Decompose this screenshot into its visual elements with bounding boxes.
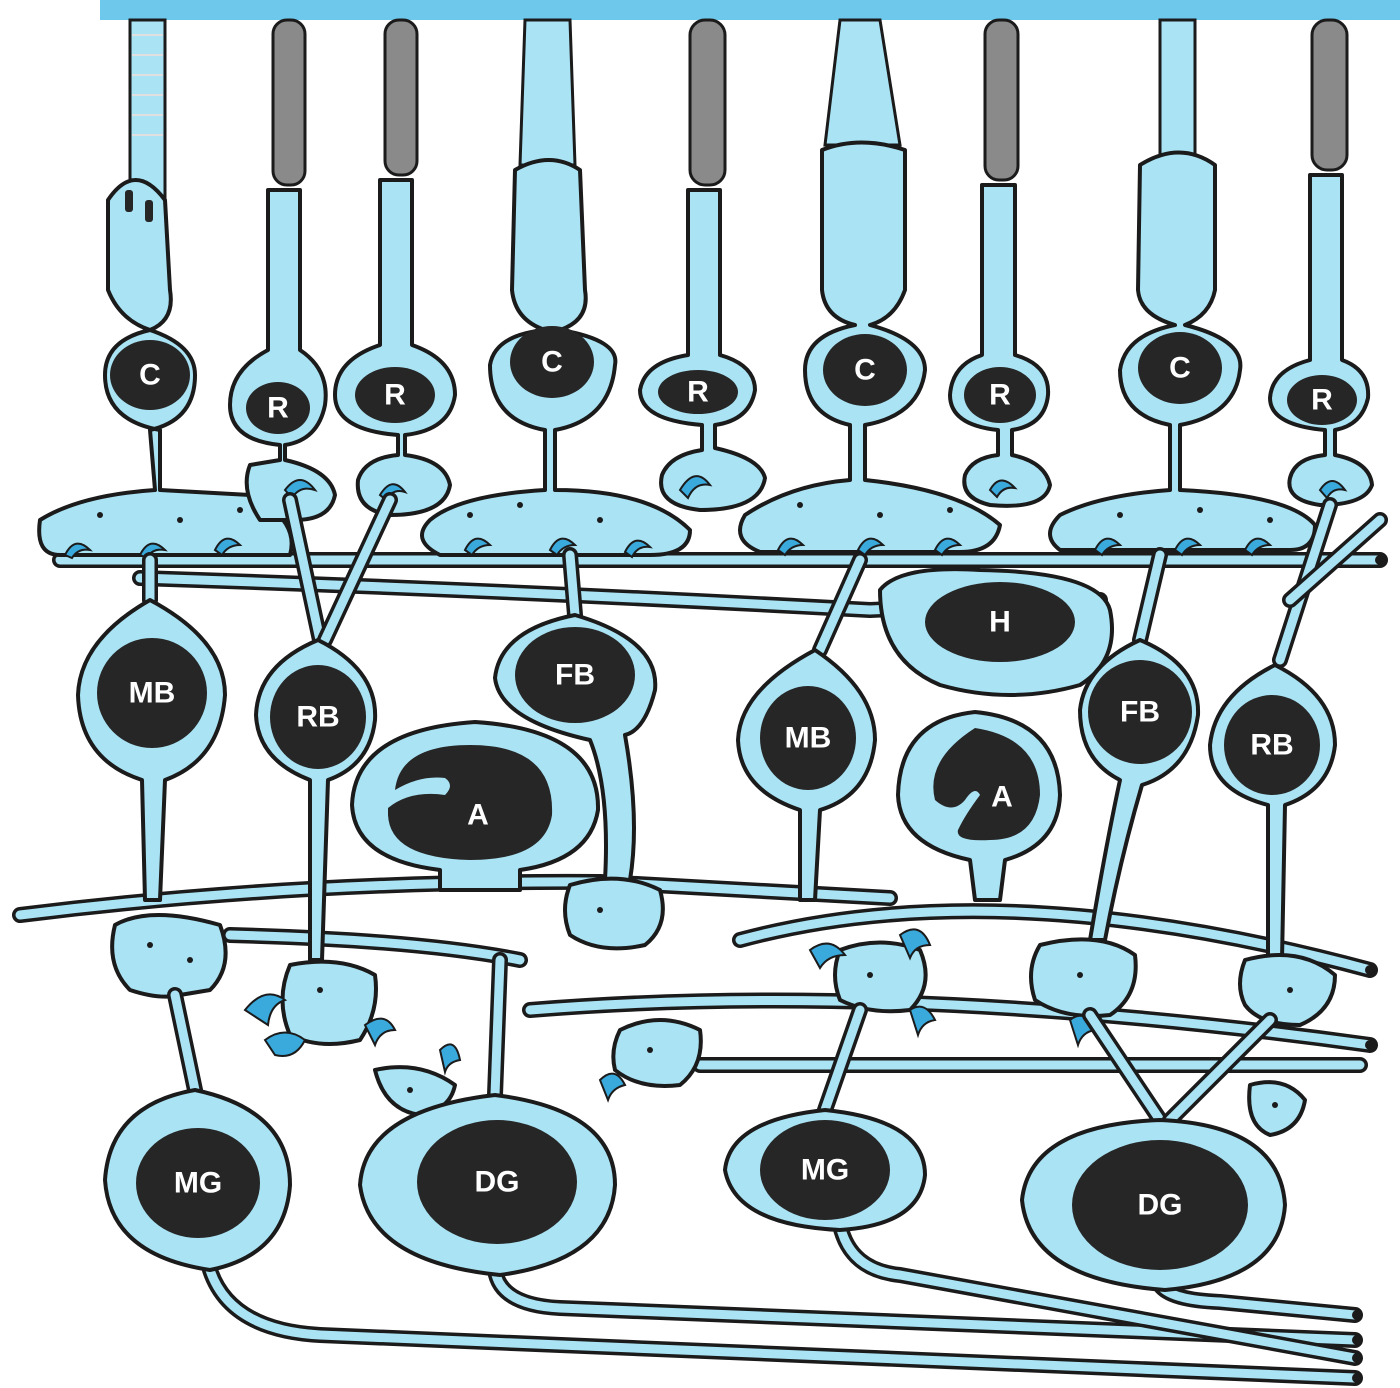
rod-cell-3: R	[640, 20, 765, 510]
diffuse-ganglion-cell-2: DG	[1022, 1015, 1285, 1290]
rod-cell-2: R	[335, 20, 455, 515]
midget-ganglion-cell-1: MG	[105, 995, 290, 1270]
cell-label: MG	[174, 1167, 222, 1200]
midget-ganglion-cell-2: MG	[725, 1010, 925, 1230]
cell-label: MB	[129, 677, 176, 710]
cone-cell-2: C	[422, 20, 690, 555]
amacrine-cell-1: A	[352, 722, 598, 890]
cone-cell-4: C	[1050, 20, 1315, 550]
cell-label: DG	[1138, 1189, 1183, 1222]
cell-label: MG	[801, 1154, 849, 1187]
rod-cell-4: R	[950, 20, 1050, 506]
cell-label: RB	[296, 701, 339, 734]
cell-label: DG	[475, 1166, 520, 1199]
rod-bipolar-cell-2: RB	[1210, 505, 1380, 960]
rod-cell-1: R	[230, 20, 335, 520]
cell-label: C	[854, 354, 876, 387]
cell-label: C	[139, 359, 161, 392]
horizontal-cell: H	[880, 569, 1112, 695]
cell-label: A	[467, 799, 489, 832]
cell-label: FB	[555, 659, 595, 692]
cell-label: C	[541, 346, 563, 379]
cell-label: R	[989, 379, 1011, 412]
cell-label: R	[1311, 384, 1333, 417]
amacrine-cell-2: A	[898, 712, 1060, 900]
cell-label: R	[267, 392, 289, 425]
cell-label: H	[989, 606, 1011, 639]
rod-cell-5: R	[1270, 20, 1372, 505]
cell-label: FB	[1120, 696, 1160, 729]
midget-bipolar-cell-1: MB	[78, 560, 225, 900]
cell-label: C	[1169, 352, 1191, 385]
horizontal-processes	[20, 560, 1380, 1065]
cell-label: R	[687, 376, 709, 409]
top-band	[100, 0, 1400, 20]
cell-label: MB	[785, 722, 832, 755]
cell-label: R	[384, 379, 406, 412]
cell-label: A	[991, 781, 1013, 814]
cone-cell-3: C	[740, 20, 1000, 552]
cell-label: RB	[1250, 729, 1293, 762]
